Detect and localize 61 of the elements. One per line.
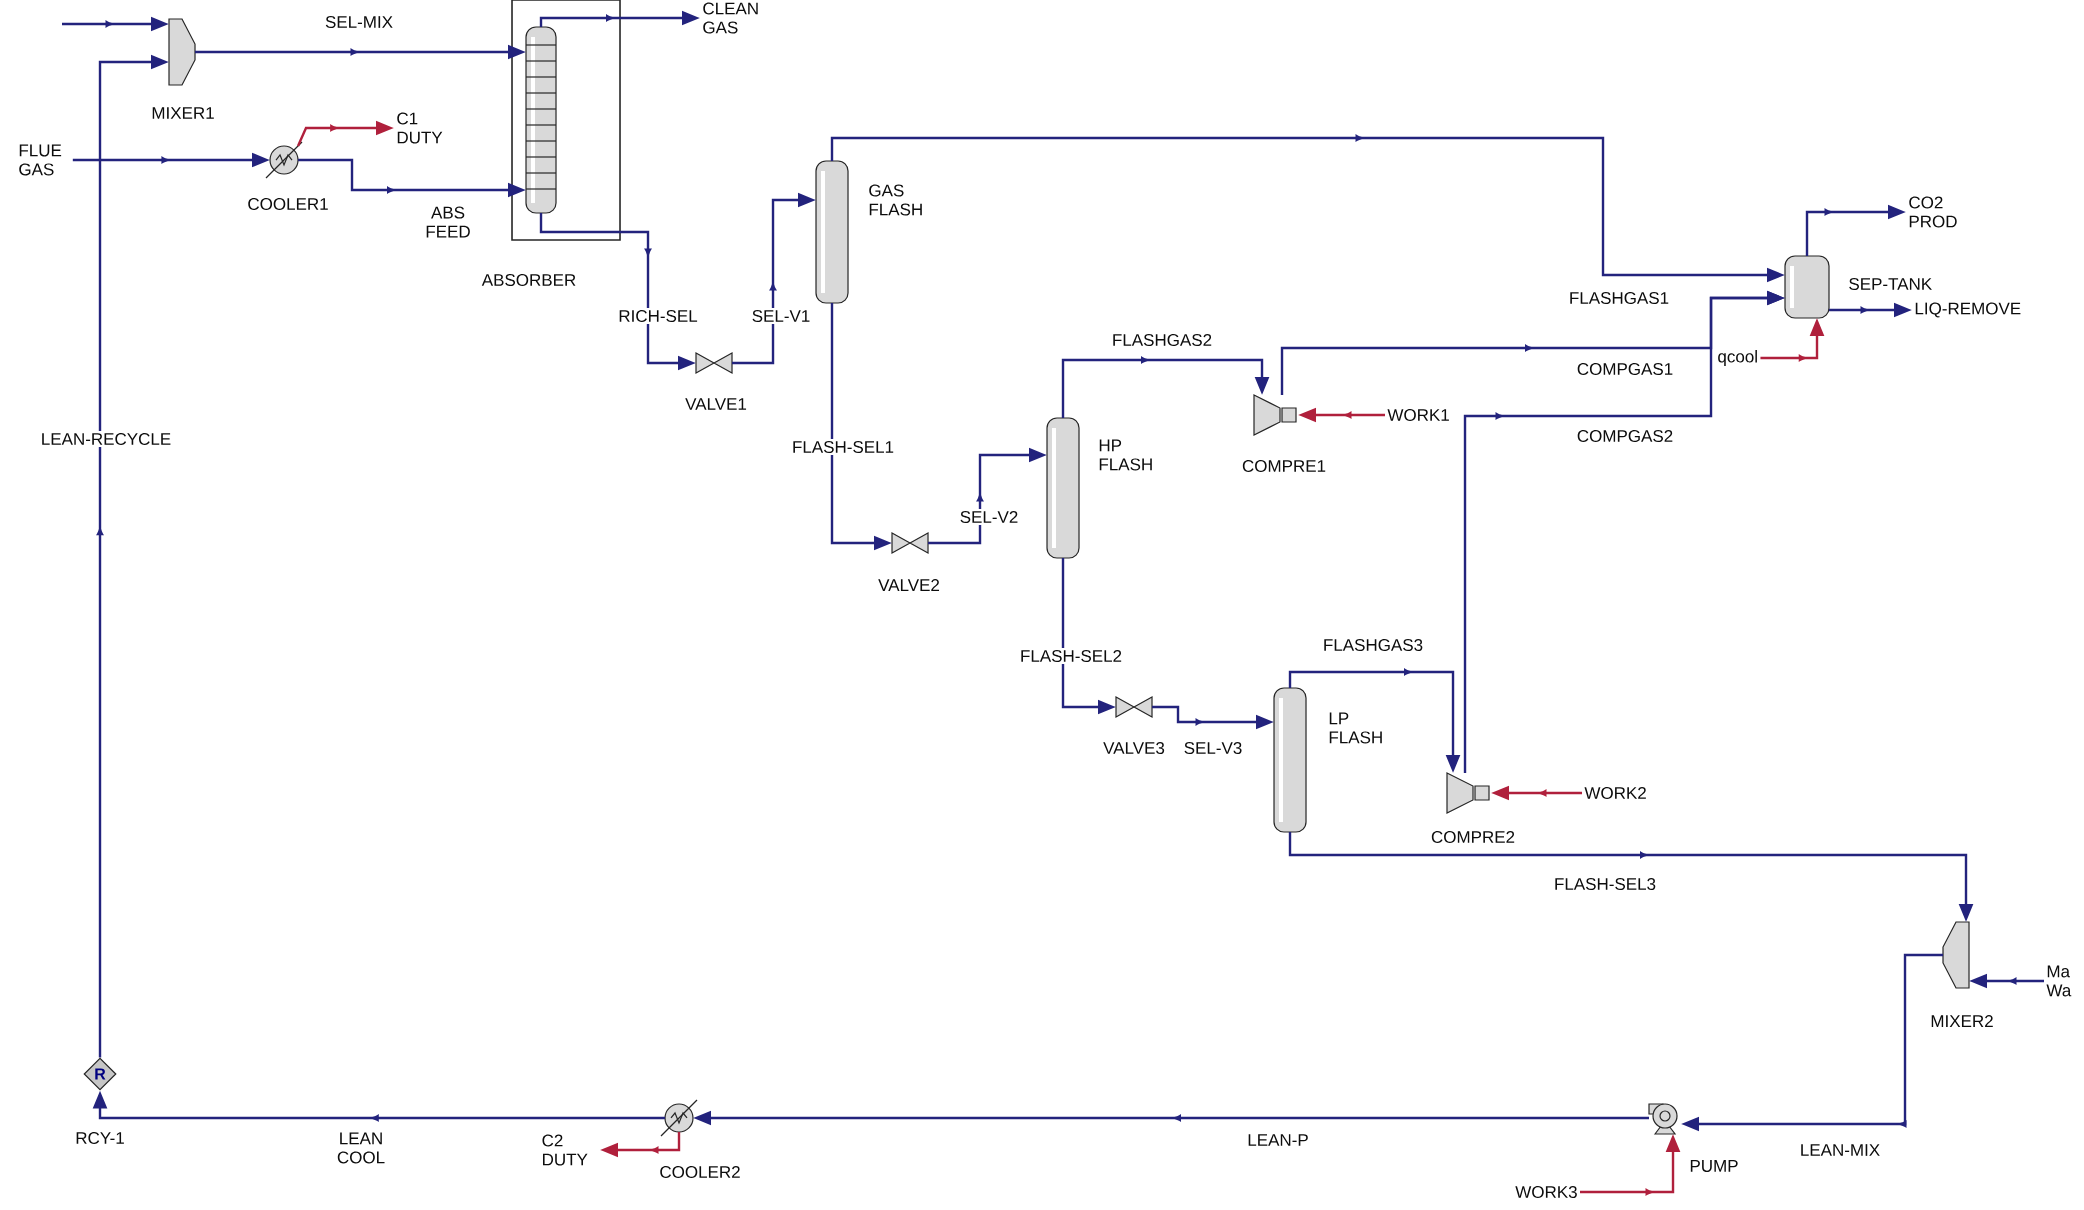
stream-name: C2 DUTY [542, 1134, 588, 1166]
stream-label: COMPGAS1 [1574, 361, 1676, 377]
node-label: COMPRE1 [1242, 460, 1326, 473]
stream-label: RICH-SEL [616, 308, 700, 324]
stream-label: FLASHGAS1 [1566, 290, 1672, 306]
stream-label: LEAN-P [1245, 1132, 1311, 1148]
stream-label: FLASHGAS2 [1109, 332, 1215, 348]
cooler: COOLER1 [248, 141, 328, 210]
node-label: LP FLASH [1329, 712, 1382, 744]
node-label: COOLER1 [248, 197, 328, 211]
mixer: MIXER1 [152, 18, 214, 119]
pump: PUMP [1648, 1103, 1738, 1172]
stream-name: CO2 PROD [1909, 196, 1957, 228]
valve: VALVE3 [1103, 696, 1165, 754]
node-label: VALVE3 [1103, 742, 1165, 755]
stream-name: qcool [1718, 350, 1757, 366]
stream-label: SEL-MIX [323, 14, 395, 30]
recycle-block: R RCY-1 [76, 1057, 124, 1144]
compressor: COMPRE1 [1242, 394, 1326, 472]
node-label: ABSORBER [481, 274, 576, 287]
stream-label: SEL-V2 [957, 509, 1021, 525]
flash-drum: HP FLASH [1046, 417, 1152, 559]
stream-label: COMPGAS2 [1574, 428, 1676, 444]
node-label: MIXER1 [152, 107, 214, 119]
node-label: SEP-TANK [1849, 277, 1932, 291]
node-label: MIXER2 [1931, 1015, 1993, 1027]
stream-label: LEAN-RECYCLE [38, 431, 174, 447]
valve: VALVE1 [685, 352, 747, 410]
valve: VALVE2 [878, 532, 940, 591]
absorber-column: ABSORBER [481, 0, 621, 286]
stream-name: FLUE GAS [19, 144, 62, 176]
stream-name: C1 DUTY [397, 112, 443, 144]
stream-label: FLASHGAS3 [1320, 637, 1426, 653]
compressor: COMPRE2 [1431, 772, 1515, 843]
flash-drum: GAS FLASH [815, 160, 922, 304]
stream-label: SEL-V3 [1181, 740, 1245, 756]
node-label: GAS FLASH [869, 184, 922, 216]
stream-label: FLASH-SEL1 [790, 439, 897, 455]
stream-label: FLASH-SEL2 [1018, 648, 1125, 664]
stream-label: FLASH-SEL3 [1552, 876, 1659, 892]
stream-label: SEL-V1 [749, 308, 813, 324]
node-label: PUMP [1690, 1160, 1738, 1172]
node-label: COOLER2 [660, 1165, 740, 1179]
stream-arrow [1061, 356, 1270, 418]
stream-name: Ma Wa [2046, 965, 2072, 997]
mixer: MIXER2 [1931, 921, 1993, 1027]
stream-name: WORK1 [1387, 409, 1449, 421]
stream-label: ABS FEED [420, 204, 476, 240]
node-label: VALVE2 [878, 579, 940, 591]
stream-label: LEAN-MIX [1797, 1142, 1883, 1158]
node-label: COMPRE2 [1431, 830, 1515, 844]
stream-name: LIQ-REMOVE [1915, 302, 2021, 318]
stream-name: CLEAN GAS [703, 2, 758, 34]
node-label: HP FLASH [1099, 439, 1152, 471]
node-label: VALVE1 [685, 398, 747, 410]
node-label: RCY-1 [76, 1132, 124, 1145]
cooler: COOLER2 [660, 1099, 740, 1178]
flash-drum: LP FLASH [1273, 687, 1382, 833]
stream-name: WORK3 [1515, 1186, 1577, 1198]
stream-name: WORK2 [1584, 787, 1646, 799]
stream-label: LEAN COOL [331, 1130, 391, 1166]
